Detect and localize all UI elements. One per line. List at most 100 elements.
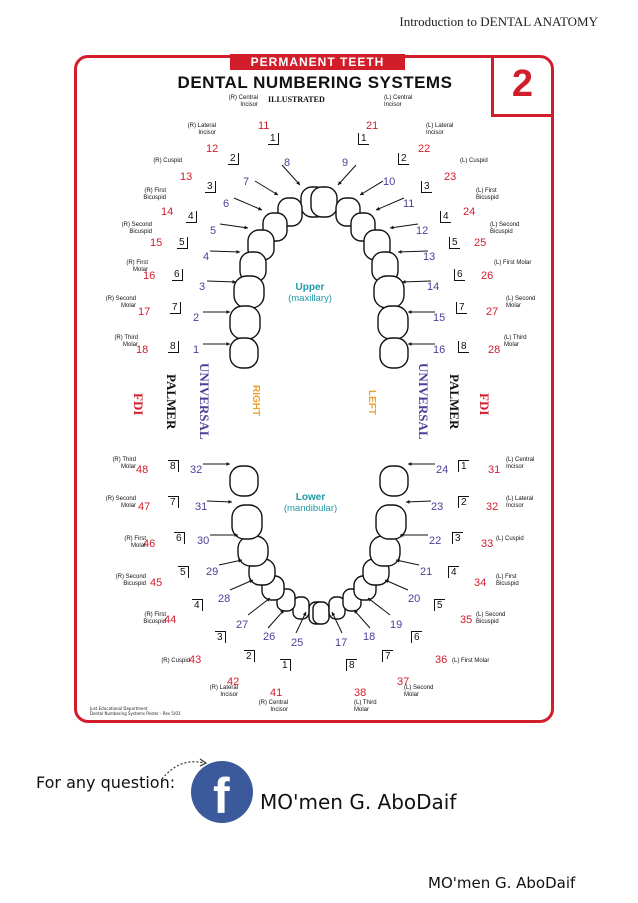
upper_left-label-4: (L) First Bicuspid <box>476 188 499 201</box>
upper_right-palmer-8: 8 <box>168 341 179 353</box>
tooth-upper-left-1 <box>310 186 338 218</box>
lower_right-arrow-1-head <box>302 612 307 616</box>
lower_left-universal-6: 22 <box>429 535 442 547</box>
lower_right-universal-2: 26 <box>263 631 276 643</box>
upper_left-universal-7: 15 <box>433 312 446 324</box>
lower_left-palmer-7: 2 <box>458 496 469 508</box>
lower_left-label-8: (L) Central Incisor <box>506 457 535 470</box>
lower-subtitle: (mandibular) <box>283 503 338 514</box>
upper_left-arrow-2-head <box>360 191 364 195</box>
upper_right-fdi-3: 13 <box>180 171 193 183</box>
lower_left-fdi-6: 33 <box>481 538 494 550</box>
lower_left-fdi-5: 34 <box>474 577 487 589</box>
upper_right-arrow-1 <box>281 164 301 186</box>
upper_left-arrow-5-head <box>398 249 402 254</box>
right-side-label: RIGHT <box>250 385 261 417</box>
upper_right-label-8: (R) Third Molar <box>114 335 138 348</box>
tooth-lower-left-6 <box>369 535 401 567</box>
lower_left-label-6: (L) Cuspid <box>496 536 524 542</box>
upper_right-label-4: (R) First Bicuspid <box>143 188 166 201</box>
lower_left-arrow-6-head <box>400 533 404 537</box>
footer-line-1: Just Educational Department <box>90 706 148 711</box>
tooth-lower-left-1 <box>312 601 330 625</box>
upper_left-label-7: (L) Second Molar <box>506 296 536 309</box>
lower_right-fdi-3: 43 <box>189 654 202 666</box>
lower_left-fdi-8: 31 <box>488 464 501 476</box>
question-text: For any question: <box>36 773 176 792</box>
footer-line-2: Dental Numbering Systems Poster - Rev 5/… <box>90 711 181 716</box>
lower_left-palmer-2: 7 <box>382 650 393 662</box>
lower_left-arrow-8-head <box>408 462 412 466</box>
lower_right-arrow-8-head <box>226 462 230 466</box>
upper_left-label-3: (L) Cuspid <box>460 158 488 164</box>
upper_left-fdi-8: 28 <box>488 344 501 356</box>
upper_right-arrow-7-head <box>226 310 230 314</box>
lower_left-palmer-6: 3 <box>452 532 463 544</box>
upper_right-arrow-4 <box>219 223 249 229</box>
signature: MO'men G. AboDaif <box>428 874 576 892</box>
lower_left-arrow-5 <box>395 559 420 566</box>
upper_left-palmer-7: 7 <box>456 302 467 314</box>
lower_left-fdi-4: 35 <box>460 614 473 626</box>
card-title: DENTAL NUMBERING SYSTEMS <box>177 73 453 92</box>
upper_left-universal-4: 12 <box>416 225 429 237</box>
fdi-label-right: FDI <box>131 393 146 416</box>
lower_right-fdi-5: 45 <box>150 577 163 589</box>
lower_left-palmer-8: 1 <box>458 460 469 472</box>
lower_left-palmer-3: 6 <box>411 631 422 643</box>
upper_left-label-1: (L) Central Incisor <box>384 95 413 108</box>
lower_right-fdi-4: 44 <box>164 614 177 626</box>
lower_right-universal-3: 27 <box>236 619 249 631</box>
palmer-label-right: PALMER <box>164 374 179 430</box>
upper_left-arrow-8-head <box>408 342 412 346</box>
upper_right-universal-4: 5 <box>210 225 217 237</box>
upper_left-universal-1: 9 <box>342 157 349 169</box>
lower_left-universal-7: 23 <box>431 501 444 513</box>
lower_left-universal-1: 17 <box>335 637 348 649</box>
facebook-icon[interactable]: f <box>191 761 253 823</box>
lower_right-label-6: (R) First Molar <box>124 536 146 549</box>
upper_left-fdi-7: 27 <box>486 306 499 318</box>
upper_left-fdi-5: 25 <box>474 237 487 249</box>
tooth-lower-left-7 <box>375 504 407 540</box>
lower_left-arrow-2-head <box>354 610 358 614</box>
upper_left-palmer-6: 6 <box>454 269 465 281</box>
lower_left-arrow-4 <box>384 579 409 591</box>
lower_right-arrow-2 <box>267 609 285 629</box>
lower_left-label-5: (L) First Bicuspid <box>496 574 519 587</box>
card-footer-note: Just Educational Department Dental Numbe… <box>90 706 180 716</box>
tooth-upper-right-6 <box>233 275 265 309</box>
lower_right-label-8: (R) Third Molar <box>112 457 136 470</box>
lower_right-arrow-4-head <box>249 579 253 584</box>
upper_left-universal-5: 13 <box>423 251 436 263</box>
tooth-upper-left-7 <box>377 305 409 340</box>
lower_right-palmer-3: 3 <box>215 631 226 643</box>
lower_left-label-7: (L) Lateral Incisor <box>506 496 534 509</box>
lower_right-palmer-1: 1 <box>280 659 291 671</box>
lower_left-label-2: (L) Second Molar <box>404 685 434 698</box>
upper_left-fdi-6: 26 <box>481 270 494 282</box>
upper_right-palmer-3: 3 <box>205 181 216 193</box>
lower_right-arrow-3 <box>247 597 271 616</box>
upper_left-universal-2: 10 <box>383 176 396 188</box>
upper_left-label-6: (L) First Molar <box>494 260 532 266</box>
upper-subtitle: (maxillary) <box>288 293 332 304</box>
upper_right-palmer-7: 7 <box>170 302 181 314</box>
upper_right-arrow-1-head <box>296 181 300 185</box>
lower_right-palmer-7: 7 <box>168 496 179 508</box>
universal-label-left: UNIVERSAL <box>416 363 431 440</box>
contact-name: MO'men G. AboDaif <box>260 790 457 814</box>
upper_right-arrow-4-head <box>244 225 248 230</box>
lower_left-palmer-5: 4 <box>448 566 459 578</box>
upper_right-universal-3: 6 <box>223 198 230 210</box>
lower_left-fdi-2: 37 <box>397 676 410 688</box>
upper_left-arrow-3-head <box>376 206 380 211</box>
upper_left-universal-3: 11 <box>403 198 415 210</box>
lower_left-arrow-2 <box>353 609 371 629</box>
card-number-box: 2 <box>491 57 551 117</box>
lower_left-label-1: (L) Third Molar <box>354 700 377 713</box>
upper_right-arrow-5-head <box>236 249 240 254</box>
lower_right-arrow-7-head <box>228 499 232 504</box>
lower_right-universal-7: 31 <box>195 501 208 513</box>
lower_right-label-1: (R) Central Incisor <box>258 700 288 713</box>
